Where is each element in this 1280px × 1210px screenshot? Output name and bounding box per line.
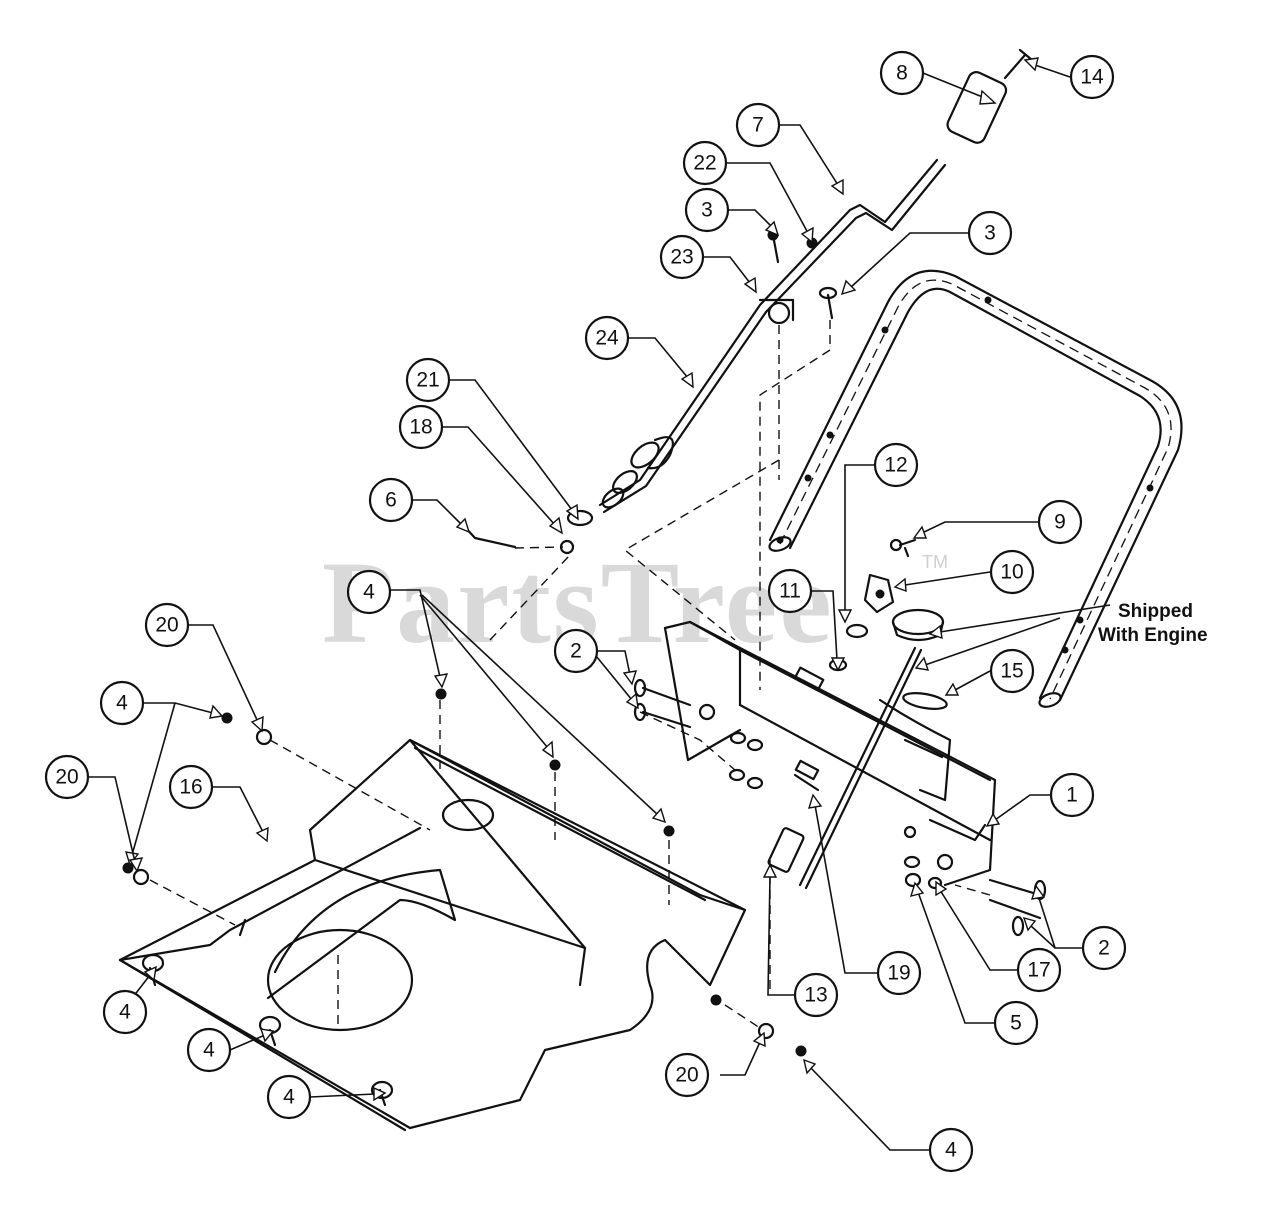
- note-line-1: Shipped: [1118, 601, 1193, 622]
- callout-label: 24: [595, 327, 619, 350]
- callout[interactable]: 8: [879, 50, 925, 96]
- callout-label: 3: [984, 222, 996, 245]
- callout-label: 15: [1000, 660, 1023, 683]
- callout-label: 4: [203, 1039, 215, 1062]
- callout[interactable]: 20: [664, 1052, 710, 1098]
- callout-label: 11: [779, 580, 801, 603]
- callout-label: 22: [693, 152, 716, 175]
- callout[interactable]: 22: [682, 140, 728, 186]
- callout[interactable]: 6: [368, 477, 414, 523]
- control-rod: [598, 48, 1034, 514]
- callout-label: 16: [179, 776, 202, 799]
- callout-label: 4: [116, 692, 128, 715]
- callout-label: 21: [416, 369, 439, 392]
- callout-label: 13: [804, 984, 827, 1007]
- callout-label: 1: [1066, 784, 1078, 807]
- callout-label: 9: [1054, 511, 1066, 534]
- callout[interactable]: 1: [1049, 772, 1095, 818]
- callout-label: 4: [119, 1001, 131, 1024]
- callout[interactable]: 7: [735, 102, 781, 148]
- callout[interactable]: 11: [767, 568, 813, 614]
- callout-label: 6: [385, 489, 397, 512]
- callout[interactable]: 9: [1037, 499, 1083, 545]
- callout-label: 5: [1010, 1012, 1022, 1035]
- callout-label: 17: [1027, 959, 1050, 982]
- callout-label: 20: [155, 614, 178, 637]
- assembly-lines: [149, 320, 991, 1030]
- callout-label: 3: [701, 199, 713, 222]
- callout[interactable]: 10: [989, 549, 1035, 595]
- callout[interactable]: 17: [1016, 947, 1062, 993]
- callout[interactable]: 2: [553, 628, 599, 674]
- callout-label: 2: [570, 640, 582, 663]
- callout[interactable]: 23: [659, 234, 705, 280]
- callout[interactable]: 3: [684, 187, 730, 233]
- callout[interactable]: 4: [99, 680, 145, 726]
- callout[interactable]: 15: [989, 648, 1035, 694]
- callout-label: 14: [1080, 66, 1104, 89]
- callout-label: 12: [884, 454, 907, 477]
- callout[interactable]: 13: [793, 972, 839, 1018]
- callout-label: 10: [1000, 561, 1023, 584]
- bolts-right: [633, 678, 1047, 937]
- callout[interactable]: 2: [1081, 925, 1127, 971]
- callout-label: 18: [409, 416, 432, 439]
- callout-label: 20: [675, 1064, 698, 1087]
- watermark-tm: TM: [922, 552, 948, 572]
- callout[interactable]: 4: [186, 1027, 232, 1073]
- callout[interactable]: 20: [44, 754, 90, 800]
- callout-label: 7: [752, 114, 764, 137]
- callout[interactable]: 4: [928, 1127, 974, 1173]
- callout-label: 8: [896, 62, 908, 85]
- callout[interactable]: 18: [398, 404, 444, 450]
- callout-label: 2: [1098, 937, 1110, 960]
- callout[interactable]: 16: [168, 764, 214, 810]
- ignition-parts: [767, 538, 948, 890]
- callout[interactable]: 21: [405, 357, 451, 403]
- callout-label: 19: [887, 962, 910, 985]
- callout[interactable]: 20: [144, 602, 190, 648]
- callout[interactable]: 14: [1069, 54, 1115, 100]
- callout-label: 20: [55, 766, 78, 789]
- callout[interactable]: 4: [102, 989, 148, 1035]
- callout[interactable]: 4: [266, 1074, 312, 1120]
- callout[interactable]: 3: [967, 210, 1013, 256]
- leader-lines: [88, 57, 1111, 1151]
- callout-label: 4: [283, 1086, 295, 1109]
- callout[interactable]: 4: [346, 569, 392, 615]
- note-line-2: With Engine: [1098, 625, 1208, 646]
- callout-label: 23: [670, 246, 693, 269]
- callout-label: 4: [363, 581, 375, 604]
- callout[interactable]: 24: [584, 315, 630, 361]
- callout-label: 4: [945, 1139, 957, 1162]
- callout[interactable]: 12: [873, 442, 919, 488]
- upper-hardware: [461, 229, 838, 555]
- handle-tube: [768, 269, 1183, 708]
- dash-panel: [663, 620, 997, 887]
- hardware-left: [122, 688, 807, 1057]
- callout[interactable]: 19: [876, 950, 922, 996]
- callout[interactable]: 5: [993, 1000, 1039, 1046]
